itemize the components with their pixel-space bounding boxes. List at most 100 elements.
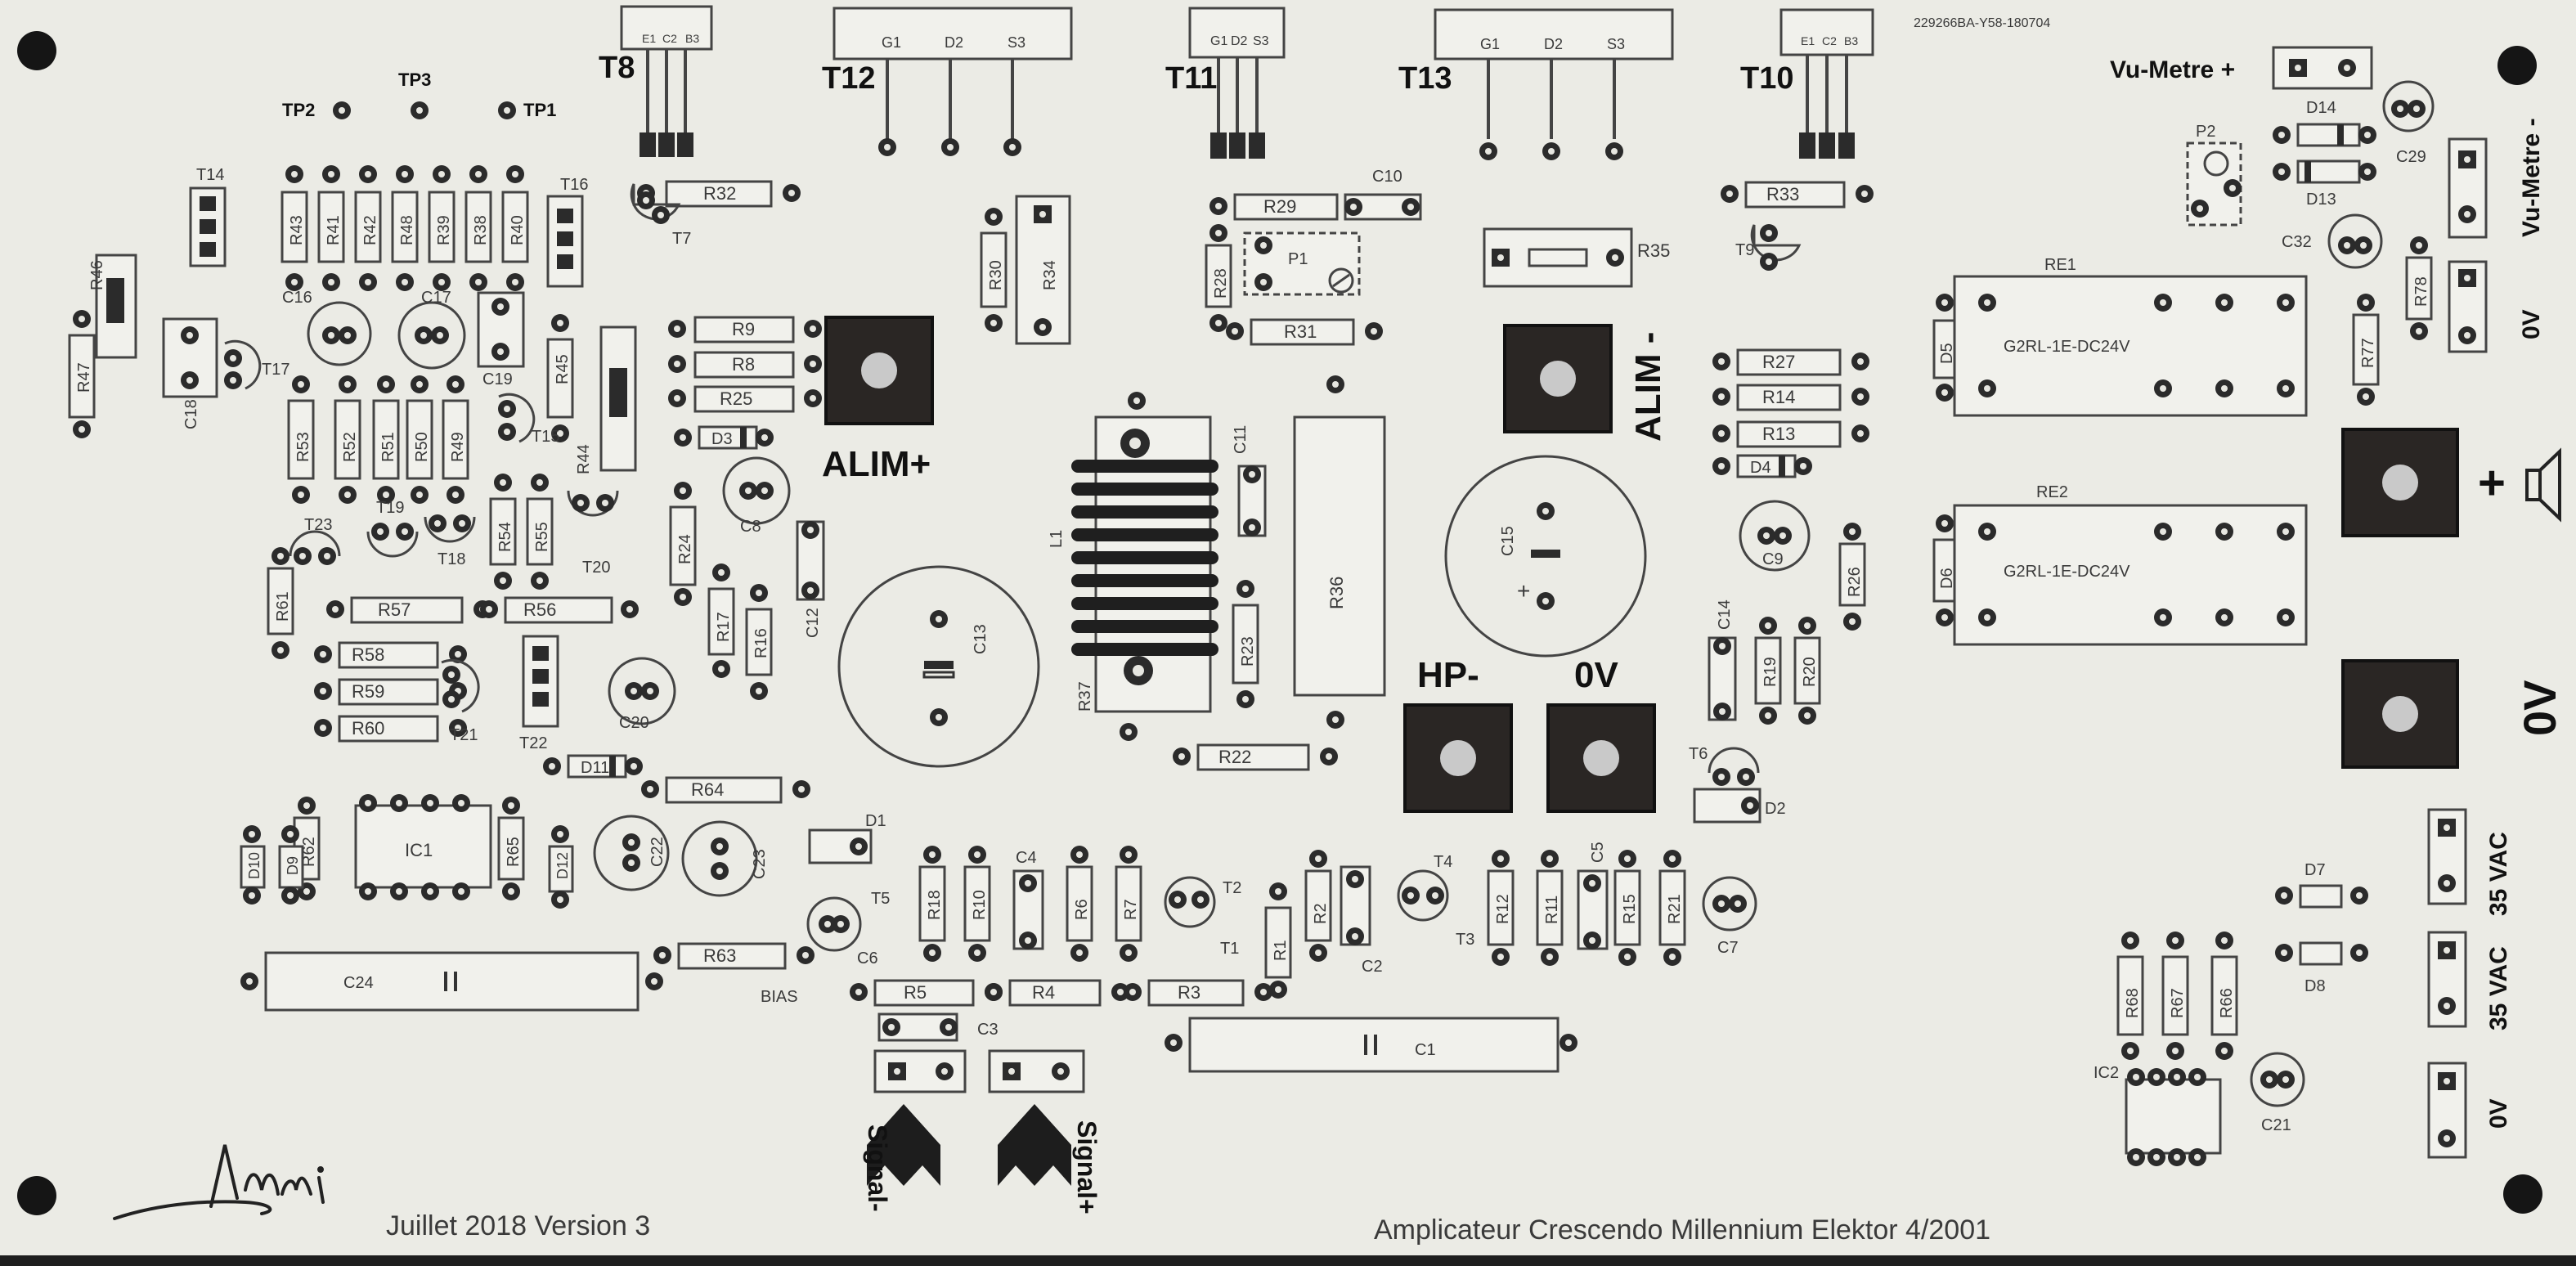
svg-text:TP2: TP2 xyxy=(282,100,315,120)
ref-label: T11 xyxy=(1165,61,1217,96)
svg-text:C17: C17 xyxy=(421,289,451,307)
svg-text:R36: R36 xyxy=(1326,577,1347,609)
svg-text:R37: R37 xyxy=(1076,681,1094,712)
svg-text:D2: D2 xyxy=(1231,34,1248,48)
svg-text:E1: E1 xyxy=(1801,34,1815,47)
svg-text:D14: D14 xyxy=(2306,99,2336,117)
svg-text:R63: R63 xyxy=(703,945,736,966)
svg-text:D8: D8 xyxy=(2304,977,2326,995)
svg-text:C2: C2 xyxy=(662,32,677,45)
trimmer-P2: P2 xyxy=(2186,123,2242,227)
power-resistor-R36: R36 xyxy=(1293,375,1386,729)
svg-text:C18: C18 xyxy=(182,399,200,429)
svg-text:R62: R62 xyxy=(300,837,318,867)
svg-text:T4: T4 xyxy=(1434,853,1452,871)
svg-text:T1: T1 xyxy=(1220,940,1239,958)
vertical-transistors: T14 T16 R44 T22 R46 xyxy=(88,166,637,752)
svg-text:R31: R31 xyxy=(1284,321,1317,342)
svg-text:C32: C32 xyxy=(2282,233,2312,251)
svg-text:R24: R24 xyxy=(676,534,694,564)
svg-text:IC1: IC1 xyxy=(405,840,433,860)
svg-text:D2: D2 xyxy=(1544,36,1563,52)
svg-text:S3: S3 xyxy=(1607,36,1625,52)
svg-text:R50: R50 xyxy=(413,432,431,462)
mounting-hole xyxy=(2497,46,2537,85)
svg-text:C7: C7 xyxy=(1717,939,1739,957)
svg-text:35 VAC: 35 VAC xyxy=(2485,946,2512,1030)
svg-text:0V: 0V xyxy=(2485,1098,2512,1129)
svg-text:D11: D11 xyxy=(581,759,609,777)
signature xyxy=(113,1144,325,1220)
svg-text:R55: R55 xyxy=(533,522,551,552)
signal-minus-arrow-icon xyxy=(867,1104,940,1186)
svg-text:T5: T5 xyxy=(871,890,890,908)
terminal-0v: 0V xyxy=(1546,655,1656,813)
svg-text:R53: R53 xyxy=(294,432,312,462)
terminal-speaker-0v: 0V xyxy=(2341,659,2565,769)
svg-text:R78: R78 xyxy=(2412,276,2430,307)
svg-text:IC2: IC2 xyxy=(2094,1064,2119,1082)
svg-text:R48: R48 xyxy=(398,215,416,245)
svg-text:C2: C2 xyxy=(1362,958,1383,976)
svg-text:R28: R28 xyxy=(1212,268,1230,299)
mounting-hole xyxy=(17,31,56,70)
svg-text:D2: D2 xyxy=(945,34,963,51)
svg-text:R52: R52 xyxy=(341,432,359,462)
svg-text:D5: D5 xyxy=(1938,343,1956,364)
svg-text:R27: R27 xyxy=(1762,352,1795,372)
svg-text:R64: R64 xyxy=(691,779,724,800)
svg-text:C11: C11 xyxy=(1232,425,1250,454)
signal-plus-arrow-icon xyxy=(998,1104,1071,1186)
terminal-hp-minus: HP- xyxy=(1403,655,1513,813)
svg-text:T17: T17 xyxy=(262,361,289,379)
svg-text:D13: D13 xyxy=(2306,191,2336,209)
svg-text:T23: T23 xyxy=(304,516,332,534)
svg-text:R10: R10 xyxy=(971,890,989,920)
svg-text:R44: R44 xyxy=(575,444,593,474)
svg-text:R9: R9 xyxy=(732,319,755,339)
svg-text:RE1: RE1 xyxy=(2044,256,2076,274)
svg-text:C10: C10 xyxy=(1372,168,1402,186)
diodes: D3 D4 D11 D14 D13 D5 D6 D10 D9 D12 D1 D2… xyxy=(240,99,2376,995)
ic-IC2: IC2 xyxy=(2094,1064,2222,1166)
svg-text:C1: C1 xyxy=(1415,1041,1436,1059)
svg-text:+: + xyxy=(1517,578,1530,604)
small-transistors: T7 T9 T17 T15 T23 T19 T18 T20 T21 T6 T2T… xyxy=(224,183,1802,958)
svg-text:D9: D9 xyxy=(285,856,301,875)
svg-text:D4: D4 xyxy=(1750,459,1771,477)
svg-text:P1: P1 xyxy=(1288,250,1308,268)
terminal-alim-plus: ALIM+ xyxy=(822,316,934,484)
svg-text:R61: R61 xyxy=(274,591,292,622)
svg-text:R23: R23 xyxy=(1239,636,1257,667)
svg-text:BIAS: BIAS xyxy=(761,988,798,1006)
svg-text:T2: T2 xyxy=(1223,879,1241,897)
svg-text:G1: G1 xyxy=(1480,36,1500,52)
signal-inputs: Signal- Signal+ BIAS xyxy=(761,988,1102,1214)
board-version: Juillet 2018 Version 3 xyxy=(386,1210,650,1241)
svg-text:R59: R59 xyxy=(352,681,384,702)
svg-text:Signal+: Signal+ xyxy=(1072,1120,1102,1214)
relay-RE2: RE2 G2RL-1E-DC24V xyxy=(1953,483,2308,646)
connector-ac: 35 VAC 35 VAC 0V xyxy=(2427,808,2512,1159)
svg-text:ALIM+: ALIM+ xyxy=(822,444,931,484)
svg-text:C2: C2 xyxy=(1822,34,1837,47)
svg-text:R46: R46 xyxy=(88,260,106,290)
svg-text:R15: R15 xyxy=(1621,894,1639,924)
trimmer-P1: P1 xyxy=(1243,231,1361,296)
svg-text:R19: R19 xyxy=(1761,657,1779,687)
svg-text:RE2: RE2 xyxy=(2036,483,2068,501)
svg-text:R39: R39 xyxy=(435,215,453,245)
svg-text:E1: E1 xyxy=(642,32,656,45)
svg-text:R7: R7 xyxy=(1122,899,1140,920)
svg-text:T7: T7 xyxy=(672,230,691,248)
ref-label: T12 xyxy=(822,61,875,96)
svg-text:35 VAC: 35 VAC xyxy=(2485,832,2512,916)
svg-text:D12: D12 xyxy=(554,852,571,879)
svg-text:C13: C13 xyxy=(972,624,990,654)
mounting-hole xyxy=(17,1176,56,1215)
svg-text:D7: D7 xyxy=(2304,861,2326,879)
